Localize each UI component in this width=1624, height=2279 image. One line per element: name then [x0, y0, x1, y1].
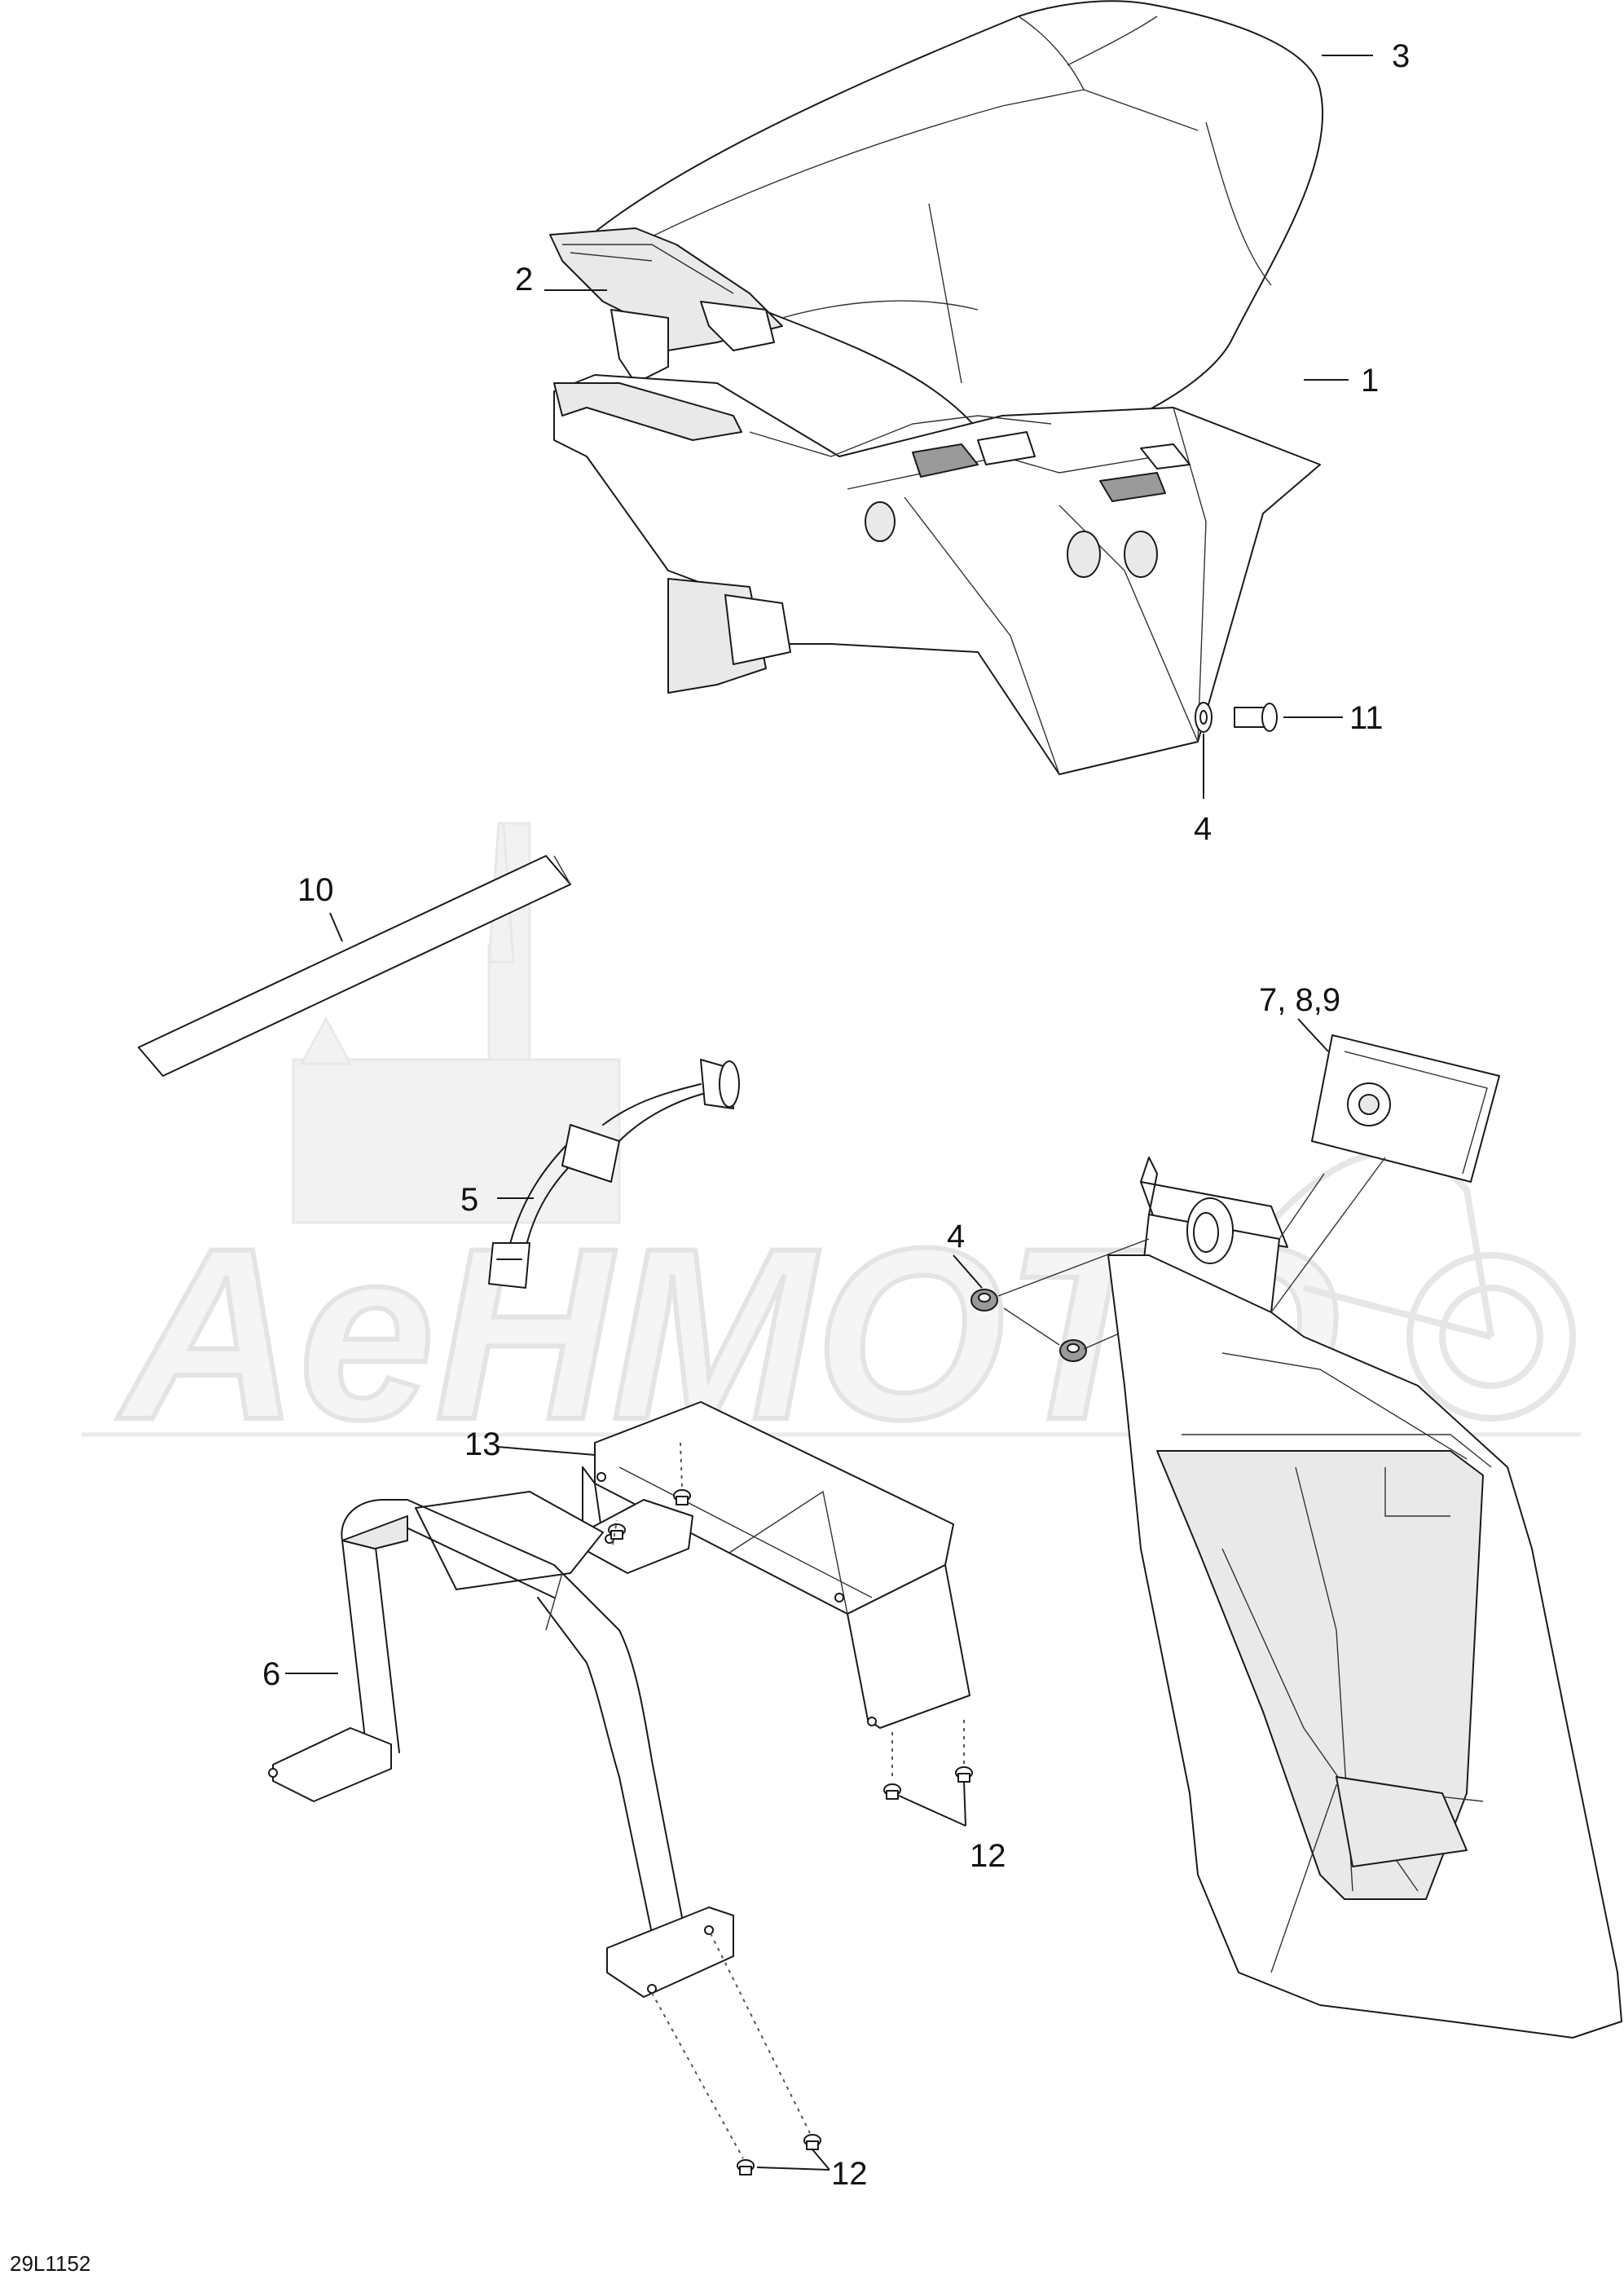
- grommet-4-lower: [1059, 1339, 1087, 1362]
- nut-12-e: [737, 2159, 755, 2175]
- callout-6: 6: [262, 1656, 280, 1692]
- callout-5: 5: [460, 1182, 478, 1218]
- callout-1: 1: [1361, 363, 1379, 399]
- seat-cover: [570, 0, 1324, 465]
- leader-lines: [285, 55, 1373, 2171]
- washer-4-top: [1195, 702, 1212, 733]
- callout-3: 3: [1392, 38, 1410, 74]
- nut-12-c: [883, 1783, 901, 1800]
- nut-12-f: [803, 2134, 821, 2150]
- nut-12-b: [673, 1489, 691, 1505]
- nut-12-d: [955, 1766, 973, 1783]
- callout-11: 11: [1349, 700, 1384, 736]
- callout-2: 2: [515, 262, 533, 298]
- bolt-11: [1234, 703, 1278, 732]
- callout-10: 10: [297, 872, 334, 908]
- alignment-lines: [612, 1442, 965, 2159]
- callout-12-upper: 12: [970, 1838, 1006, 1874]
- rear-fender-panel: [1107, 1254, 1622, 2039]
- seat-trim: [549, 227, 783, 384]
- callout-13: 13: [464, 1426, 501, 1462]
- diagram-code: 29L1152: [10, 2251, 90, 2276]
- callout-7-8-9: 7, 8,9: [1259, 982, 1340, 1018]
- seat-base: [553, 374, 1321, 775]
- grommet-4-upper: [970, 1289, 998, 1311]
- decal-10: [138, 855, 571, 1077]
- support-bar-6: [268, 1491, 734, 1998]
- callout-4-middle: 4: [947, 1219, 965, 1254]
- wiring-harness-5: [488, 1059, 740, 1289]
- callout-12-lower: 12: [831, 2156, 868, 2192]
- callout-4-top: 4: [1194, 811, 1212, 847]
- nut-12-a: [608, 1523, 626, 1540]
